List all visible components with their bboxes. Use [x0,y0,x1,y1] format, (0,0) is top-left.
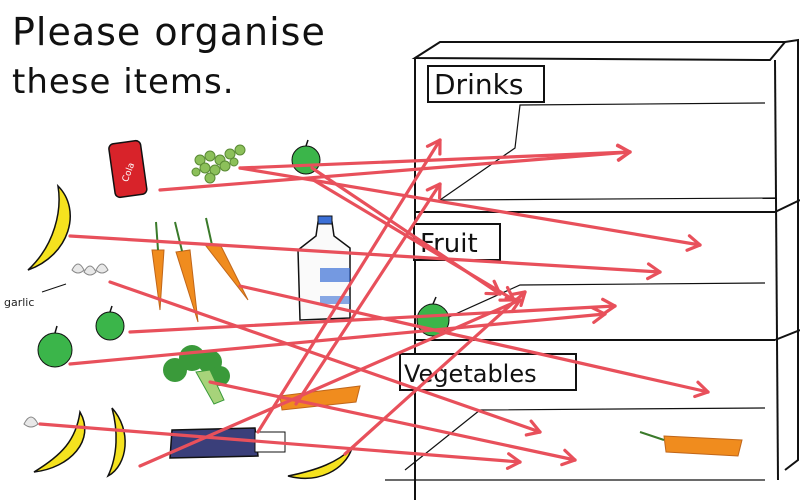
shelf-label-fruit: Fruit [420,229,478,259]
arrow-line-12 [256,138,442,434]
carrots-item[interactable] [151,217,249,323]
garlic-annotation: garlic [4,296,35,309]
arrow-head-7-2 [592,312,607,324]
arrow-line-10 [208,380,577,462]
arrow-head-3-2 [484,291,502,296]
garlic-item-2[interactable] [23,416,39,428]
arrow-head-2-1 [687,234,702,247]
arrow-line-6 [128,304,617,334]
arrow-head-6-1 [601,297,617,308]
arrow-head-10-1 [563,448,577,462]
shelf-label-drinks: Drinks [434,68,523,101]
arrow-head-16-1 [616,143,632,154]
arrow-line-14 [343,290,527,456]
banana-1[interactable] [27,183,71,271]
arrow-line-4 [68,234,662,274]
shelf-fruit[interactable]: Fruit [413,223,501,261]
arrow-line-9 [38,422,522,464]
arrow-line-11 [138,298,522,468]
arrow-head-15-1 [505,285,516,302]
arrow-line-13 [294,182,442,406]
arrow-head-10-2 [560,458,577,467]
drawn-arrows [38,138,710,470]
arrow-head-14-2 [519,290,527,308]
arrow-head-9-2 [505,460,522,470]
banana-3[interactable] [106,407,126,478]
cola-can-item[interactable]: Cola [108,139,148,199]
arrow-head-11-2 [510,298,522,314]
grapes-item[interactable] [191,144,246,184]
arrow-head-16-2 [616,150,632,162]
shelf-drinks[interactable]: Drinks [427,65,545,103]
banana-2[interactable] [33,409,86,473]
arrow-head-4-2 [646,270,662,281]
arrow-head-13-1 [425,182,442,192]
arrow-head-7-1 [590,306,607,316]
arrow-line-16 [238,150,632,170]
carrot-single-2[interactable] [639,431,743,457]
arrow-line-1 [158,150,632,192]
milk-bottle-item[interactable] [297,215,351,321]
instruction-line-1: Please organise [12,10,326,54]
arrow-head-8-1 [696,380,710,394]
shelf-vegetables[interactable]: Vegetables [399,353,577,391]
arrow-head-9-1 [507,452,522,464]
green-apple-3[interactable] [37,325,73,368]
arrow-head-5-2 [524,430,542,437]
arrow-head-14-1 [509,290,527,297]
instruction-line-2: these items. [12,62,235,102]
garlic-pointer-arrow [41,283,67,293]
garlic-item-1[interactable] [71,263,109,276]
green-apple-2[interactable] [95,305,125,341]
arrow-line-15 [308,176,516,302]
shelving-unit [385,38,800,500]
arrow-head-5-1 [529,419,542,434]
banana-4[interactable] [287,447,353,480]
arrow-head-4-1 [646,262,662,274]
arrow-head-12-1 [425,138,442,148]
arrow-head-2-2 [685,243,702,252]
arrow-head-8-2 [693,390,710,399]
shelf-label-vegetables: Vegetables [404,360,537,388]
